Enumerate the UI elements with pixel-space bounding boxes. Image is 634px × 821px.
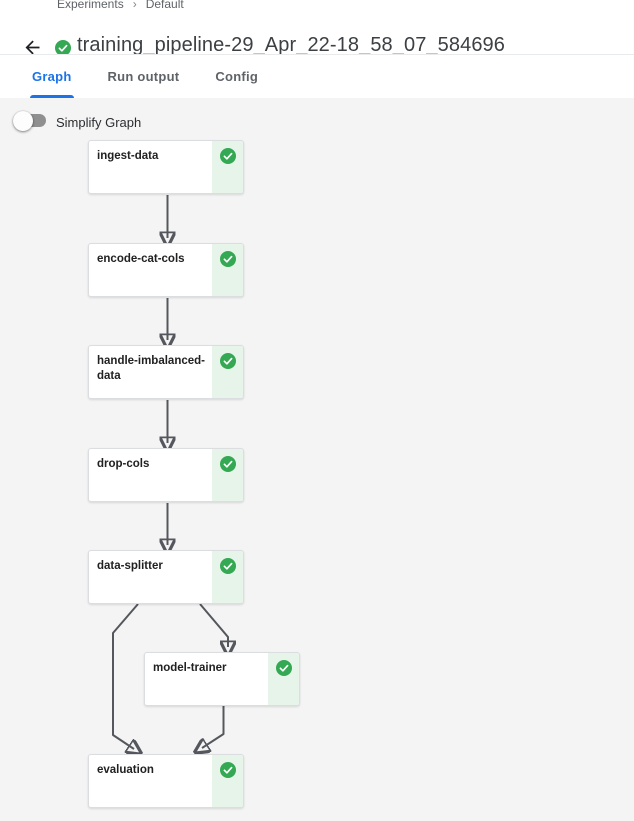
- graph-node-encode-cat-cols[interactable]: encode-cat-cols: [88, 243, 244, 297]
- breadcrumb-separator-icon: ›: [132, 0, 137, 11]
- simplify-graph-label: Simplify Graph: [56, 115, 142, 130]
- node-status-strip: [212, 346, 243, 398]
- edge-splitter-to-trainer: [199, 603, 228, 647]
- node-label: evaluation: [97, 764, 154, 776]
- check-circle-icon: [219, 251, 236, 267]
- back-button[interactable]: [20, 35, 44, 59]
- title-row: training_pipeline-29_Apr_22-18_58_07_584…: [0, 10, 634, 56]
- header-divider: [0, 54, 634, 55]
- node-label: handle-imbalanced-data: [97, 355, 205, 382]
- node-label: data-splitter: [97, 560, 163, 572]
- node-status-strip: [212, 244, 243, 296]
- tab-graph[interactable]: Graph: [14, 55, 90, 98]
- check-circle-icon: [219, 148, 236, 164]
- check-circle-icon: [219, 353, 236, 369]
- arrow-back-icon: [25, 40, 39, 54]
- graph-node-data-splitter[interactable]: data-splitter: [88, 550, 244, 604]
- breadcrumb: Experiments › Default: [57, 0, 184, 11]
- node-label: ingest-data: [97, 150, 159, 162]
- breadcrumb-experiments[interactable]: Experiments: [57, 0, 124, 11]
- tab-config[interactable]: Config: [215, 69, 259, 84]
- node-label: drop-cols: [97, 458, 150, 470]
- page-header: Experiments › Default training_pipeline-…: [0, 0, 634, 98]
- graph-node-ingest-data[interactable]: ingest-data: [88, 140, 244, 194]
- check-circle-icon: [219, 558, 236, 574]
- graph-node-drop-cols[interactable]: drop-cols: [88, 448, 244, 502]
- tab-bar: Graph Run output Config: [0, 55, 634, 98]
- tab-run-output[interactable]: Run output: [107, 69, 180, 84]
- node-status-strip: [212, 449, 243, 501]
- node-status-strip: [212, 755, 243, 807]
- simplify-graph-toggle[interactable]: [13, 110, 47, 131]
- graph-node-handle-imbalanced-data[interactable]: handle-imbalanced-data: [88, 345, 244, 399]
- run-success-icon: [55, 40, 71, 56]
- check-circle-icon: [219, 762, 236, 778]
- node-status-strip: [268, 653, 299, 705]
- graph-canvas[interactable]: Simplify Graph ingest-data: [0, 98, 634, 821]
- check-circle-icon: [219, 456, 236, 472]
- node-status-strip: [212, 141, 243, 193]
- edge-splitter-to-evaluation: [112, 603, 138, 749]
- node-label: model-trainer: [153, 662, 227, 674]
- simplify-graph-row: Simplify Graph: [0, 98, 634, 138]
- graph-node-evaluation[interactable]: evaluation: [88, 754, 244, 808]
- run-title: training_pipeline-29_Apr_22-18_58_07_584…: [77, 34, 505, 56]
- toggle-knob: [13, 110, 33, 131]
- edge-trainer-to-evaluation: [202, 706, 225, 748]
- breadcrumb-default[interactable]: Default: [145, 0, 184, 11]
- node-label: encode-cat-cols: [97, 253, 185, 265]
- node-status-strip: [212, 551, 243, 603]
- check-circle-icon: [275, 660, 292, 676]
- graph-node-model-trainer[interactable]: model-trainer: [144, 652, 300, 706]
